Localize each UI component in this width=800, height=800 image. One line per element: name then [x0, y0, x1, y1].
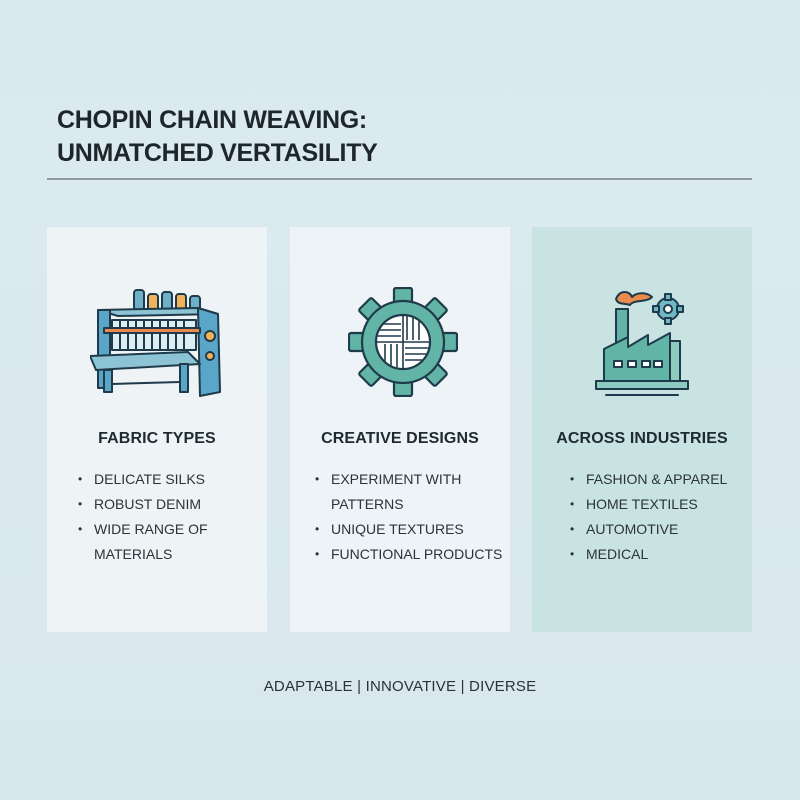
factory-icon — [595, 291, 689, 396]
card-heading: ACROSS INDUSTRIES — [556, 430, 728, 447]
footer-tagline: ADAPTABLE | INNOVATIVE | DIVERSE — [263, 678, 537, 695]
woven-gear-icon — [348, 287, 458, 397]
list-item: AUTOMOTIVE — [570, 517, 745, 542]
card-fabric-types: FABRIC TYPES DELICATE SILKS ROBUST DENIM… — [47, 227, 267, 632]
page-title: CHOPIN CHAIN WEAVING: UNMATCHED VERTASIL… — [57, 104, 378, 170]
card-heading: CREATIVE DESIGNS — [321, 430, 479, 447]
list-item: UNIQUE TEXTURES — [315, 517, 510, 542]
card-list: DELICATE SILKS ROBUST DENIM WIDE RANGE O… — [78, 467, 258, 567]
list-item: FUNCTIONAL PRODUCTS — [315, 542, 510, 567]
list-item: HOME TEXTILES — [570, 492, 745, 517]
list-item: ROBUST DENIM — [78, 492, 258, 517]
list-item: DELICATE SILKS — [78, 467, 258, 492]
list-item: FASHION & APPAREL — [570, 467, 745, 492]
list-item: WIDE RANGE OF MATERIALS — [78, 517, 258, 567]
card-heading: FABRIC TYPES — [98, 430, 216, 447]
title-divider — [47, 178, 752, 180]
loom-machine-icon — [90, 289, 221, 397]
card-list: EXPERIMENT WITH PATTERNS UNIQUE TEXTURES… — [315, 467, 510, 567]
title-line-2: UNMATCHED VERTASILITY — [57, 139, 378, 167]
list-item: EXPERIMENT WITH PATTERNS — [315, 467, 510, 517]
card-across-industries: ACROSS INDUSTRIES FASHION & APPAREL HOME… — [532, 227, 752, 632]
card-list: FASHION & APPAREL HOME TEXTILES AUTOMOTI… — [570, 467, 745, 567]
list-item: MEDICAL — [570, 542, 745, 567]
title-line-1: CHOPIN CHAIN WEAVING: — [57, 106, 367, 134]
card-creative-designs: CREATIVE DESIGNS EXPERIMENT WITH PATTERN… — [290, 227, 510, 632]
